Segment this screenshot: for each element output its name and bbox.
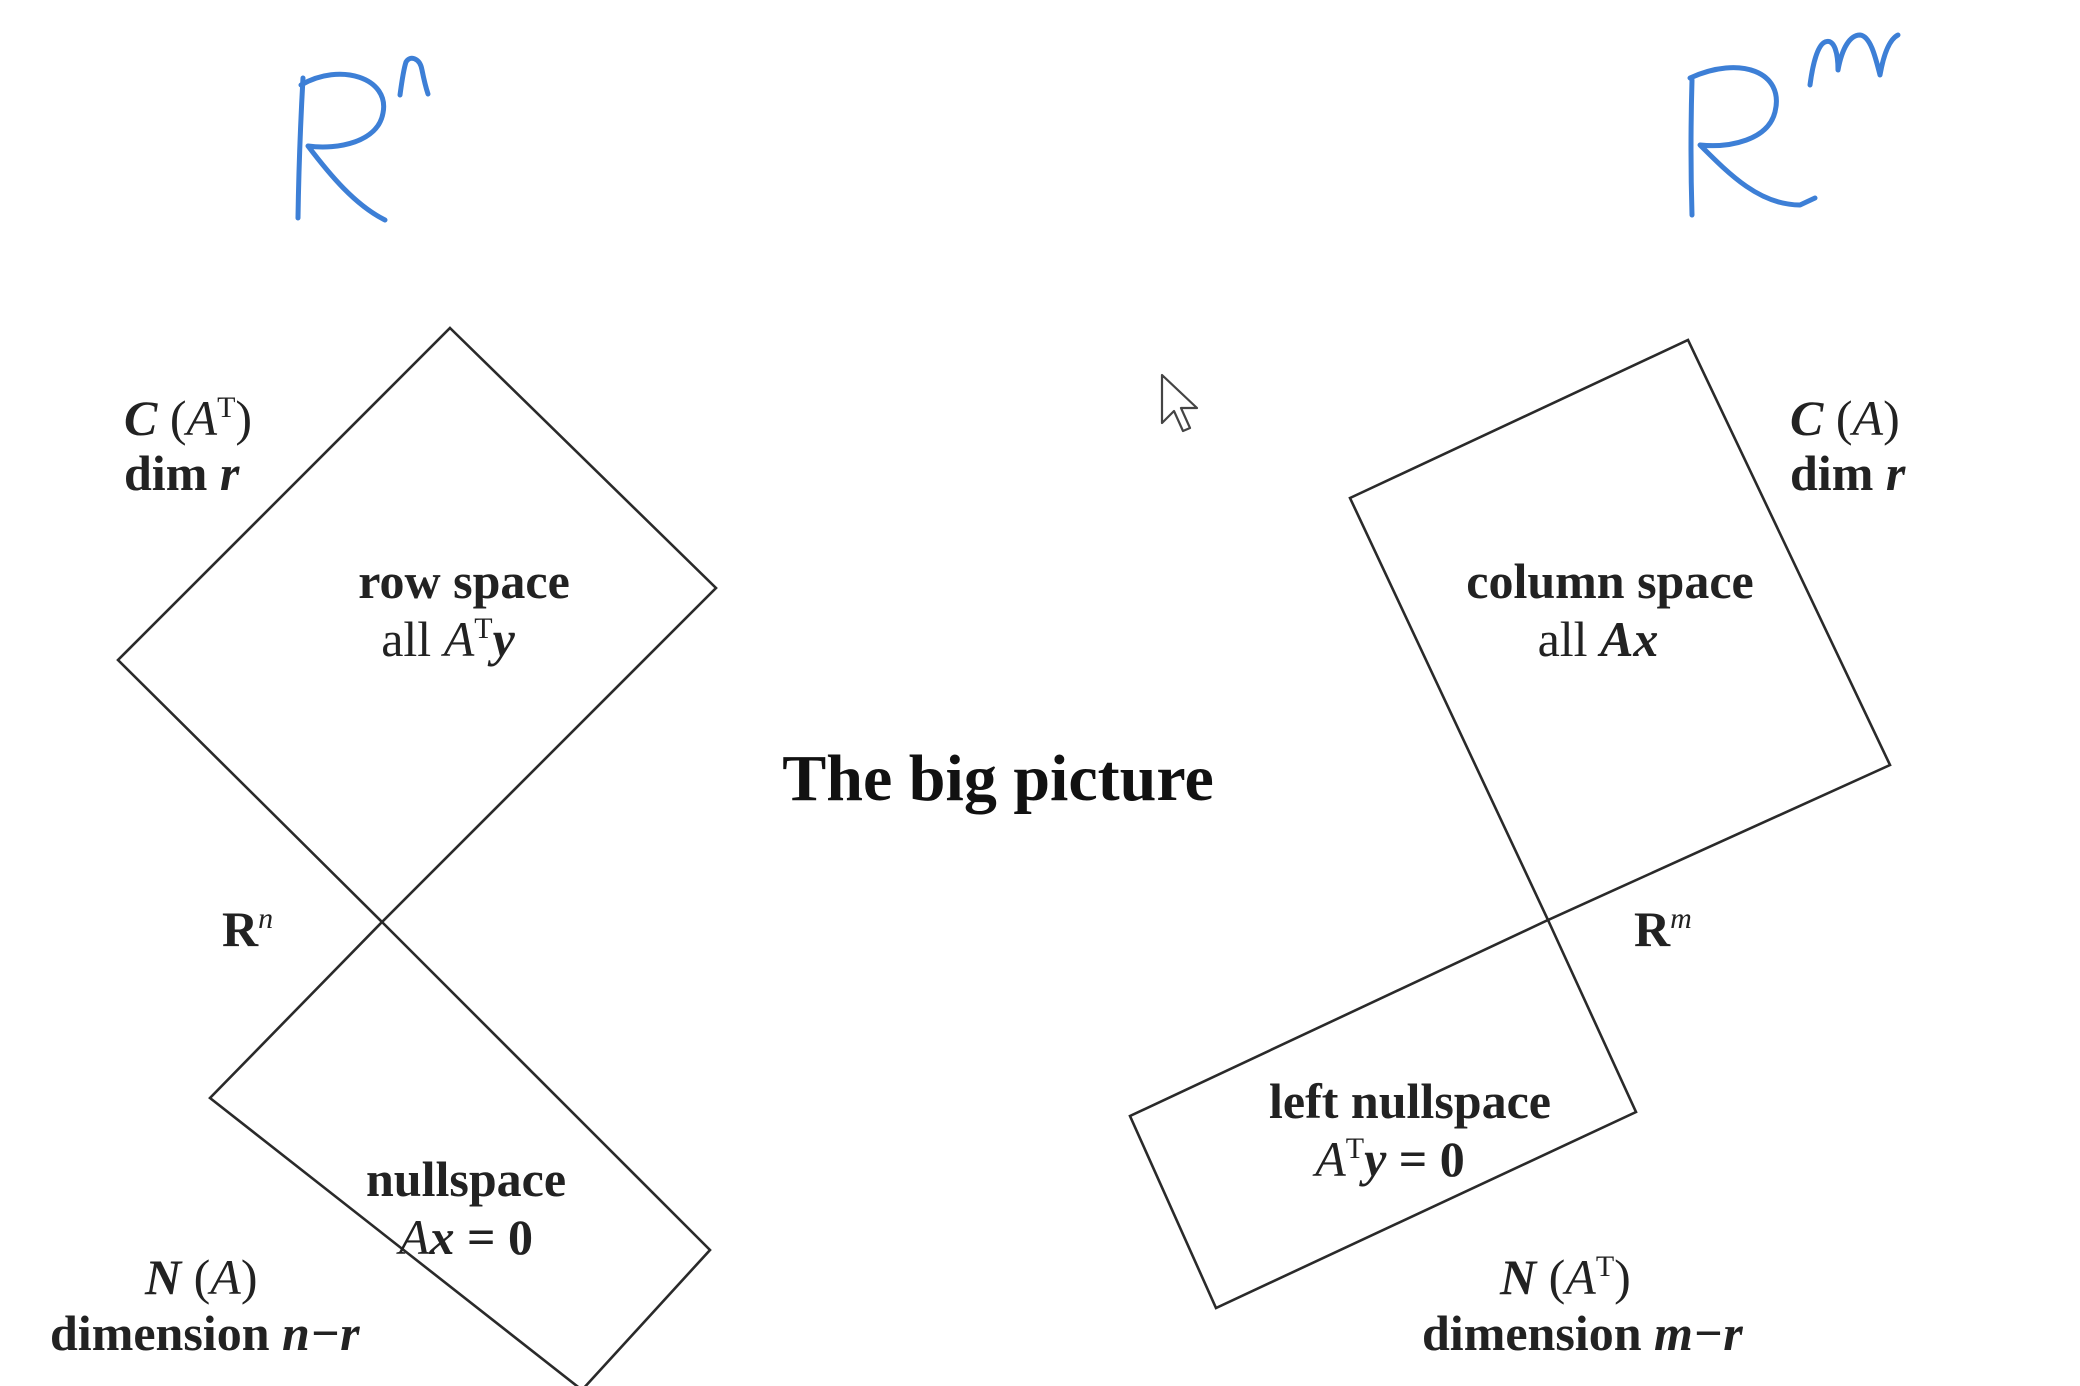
- column-space-square: [1348, 338, 1892, 922]
- column-space-dimension: dim r: [1790, 445, 1906, 501]
- row-space-dimension: dim r: [124, 445, 240, 501]
- left-nullspace-dimension: dimension m−r: [1422, 1305, 1743, 1361]
- mouse-cursor-icon: [1160, 373, 1199, 433]
- handwritten-r-n: [295, 55, 431, 223]
- column-space-symbol: C (A): [1790, 390, 1900, 446]
- right-origin-label: Rm: [1634, 901, 1692, 957]
- nullspace-equation: Ax = 0: [396, 1209, 533, 1265]
- page-title: The big picture: [782, 742, 1213, 815]
- handwritten-r-m: [1687, 32, 1901, 218]
- row-space-symbol: C (AT): [124, 390, 252, 446]
- row-space-description: all ATy: [381, 611, 515, 667]
- nullspace-label: nullspace: [366, 1151, 566, 1207]
- row-space-label: row space: [358, 553, 570, 609]
- left-nullspace-equation: ATy = 0: [1312, 1131, 1465, 1187]
- nullspace-symbol: N (A): [144, 1249, 257, 1305]
- nullspace-square: [208, 920, 712, 1386]
- left-nullspace-square: [1128, 918, 1638, 1310]
- column-space-description: all Ax: [1538, 611, 1659, 667]
- nullspace-dimension: dimension n−r: [50, 1305, 360, 1361]
- left-nullspace-symbol: N (AT): [1499, 1249, 1631, 1305]
- column-space-label: column space: [1466, 553, 1754, 609]
- left-nullspace-label: left nullspace: [1269, 1073, 1551, 1129]
- left-origin-label: Rn: [222, 901, 273, 957]
